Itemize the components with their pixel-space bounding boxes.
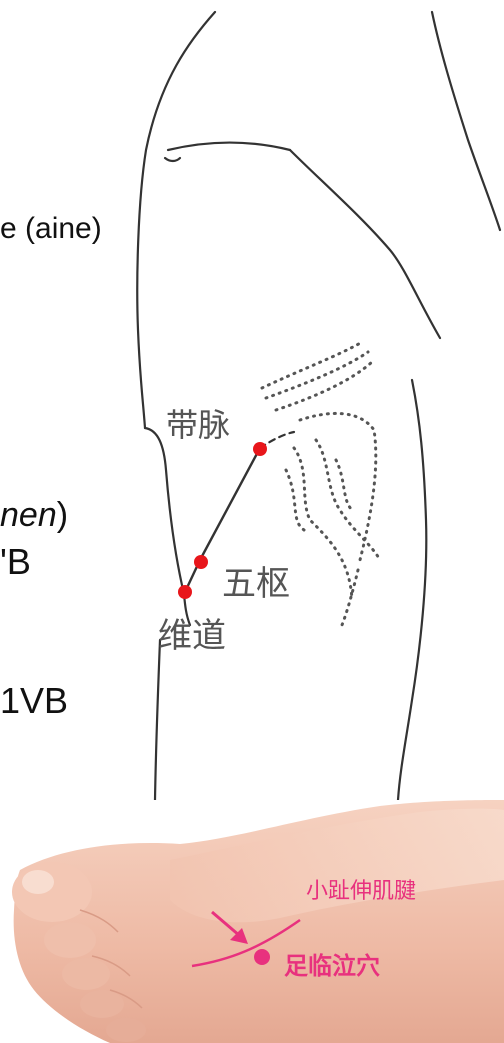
pelvis-dots-5	[336, 460, 352, 510]
big-toe	[12, 862, 92, 922]
second-toe	[44, 922, 96, 958]
rib-dots-3	[276, 362, 372, 410]
foot-photo	[0, 800, 504, 1043]
small-nipple-mark	[165, 158, 180, 161]
big-toe-nail	[22, 870, 54, 894]
buttock-outline	[145, 428, 184, 594]
acupoint-weidao-dot	[178, 585, 192, 599]
pelvis-dots-4	[286, 470, 304, 530]
fourth-toe	[80, 990, 124, 1018]
acupoint-daimai-dot	[253, 442, 267, 456]
zulinqi-point-dot	[254, 949, 270, 965]
pelvis-dots-6	[342, 570, 358, 625]
belly-outline	[398, 380, 426, 800]
armpit-line	[290, 150, 440, 338]
thigh-back	[155, 640, 160, 800]
arm-crease	[168, 143, 290, 151]
label-tendon: 小趾伸肌腱	[306, 873, 416, 905]
label-weidao: 维道	[158, 608, 226, 657]
back-outline	[137, 12, 215, 428]
label-daimai: 带脉	[166, 400, 230, 446]
pelvis-dots-2	[294, 448, 352, 600]
body-side-drawing	[0, 0, 504, 800]
third-toe	[62, 958, 110, 990]
label-zulinqi-point: 足临泣穴	[284, 946, 380, 981]
front-outline	[432, 12, 500, 230]
acupoint-wushu-dot	[194, 555, 208, 569]
little-toe	[106, 1018, 146, 1042]
label-wushu: 五枢	[222, 556, 290, 605]
